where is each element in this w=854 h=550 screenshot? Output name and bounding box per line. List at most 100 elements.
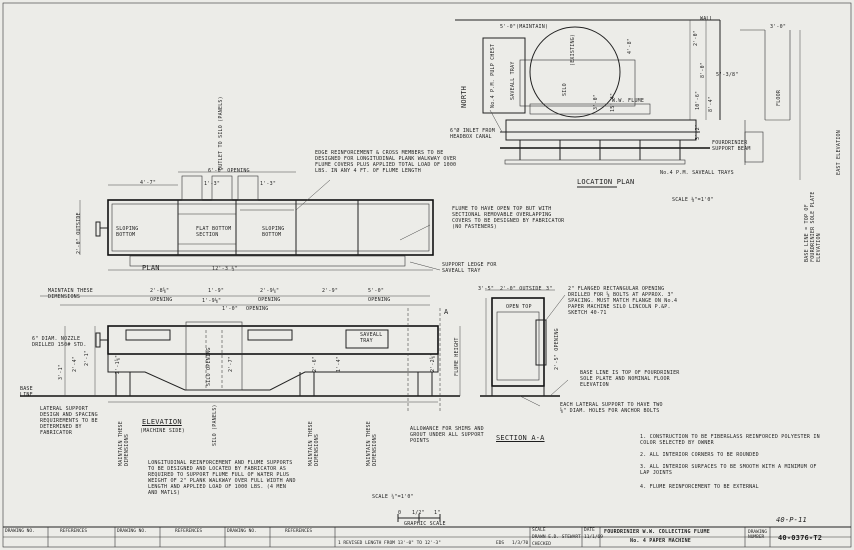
maintain-dims-1: MAINTAIN THESE DIMENSIONS <box>118 421 130 466</box>
dim-maintain: 5'-0"(MAINTAIN) <box>500 24 549 30</box>
saveall-trays-label: No.4 P.M. SAVEALL TRAYS <box>660 170 734 176</box>
dim-4-8: 4'-8" <box>627 37 633 54</box>
silo-panel-label: SILO (PANELS) <box>212 404 218 446</box>
tb-references-3: REFERENCES <box>285 529 313 534</box>
pulp-chest-label: No.4 P.M. PULP CHEST <box>490 43 496 108</box>
dim-2-2: 2'-2⅝" <box>430 352 436 372</box>
dim-2-1b: 2'-1⅝" <box>115 354 121 374</box>
open-top-label: OPEN TOP <box>506 304 532 310</box>
dim-3-2: 3'-2" <box>695 123 701 140</box>
location-plan-scale: SCALE ⅛"=1'0" <box>672 197 714 203</box>
inlet-label: 6"Ø INLET FROM HEADBOX CANAL <box>450 128 495 140</box>
dim-3-0-right: 3'-0" <box>770 24 787 30</box>
elevation-title: ELEVATION <box>142 418 182 426</box>
tb-rev-by: EDS <box>496 541 505 546</box>
outlet-label: OUTLET TO SILO (PANELS) <box>218 96 224 170</box>
tb-rev-date: 1/3/70 <box>512 541 529 546</box>
opening-3: OPENING <box>368 297 391 303</box>
tb-references-1: REFERENCES <box>60 529 88 534</box>
tb-date-label: DATE <box>584 528 595 533</box>
opening-2: OPENING <box>258 297 281 303</box>
dim-1-0: 1'-0" <box>222 306 239 312</box>
dim-10-6: 10'-6" <box>695 90 701 110</box>
dim-2-7: 2'-7" <box>228 355 234 372</box>
base-line-label: BASE LINE <box>20 386 33 398</box>
tb-drawing-no-1: DRAWING NO. <box>5 529 35 534</box>
flat-bottom-label: FLAT BOTTOM SECTION <box>196 226 232 238</box>
nozzle-note: 6" DIAM. NOZZLE DRILLED 150# STD. <box>32 336 87 348</box>
flange-note: 2" FLANGED RECTANGULAR OPENING DRILLED F… <box>568 286 678 316</box>
dim-4-7: 4'-7" <box>140 180 157 186</box>
section-aa-linework <box>480 289 560 397</box>
tb-drawing-no-3: DRAWING NO. <box>227 529 257 534</box>
lateral-support-note: LATERAL SUPPORT DESIGN AND SPACING REQUI… <box>40 406 98 436</box>
support-ledge-note: SUPPORT LEDGE FOR SAVEALL TRAY <box>442 262 497 274</box>
dim-2-6: 2'-6" <box>312 355 318 372</box>
section-baseline-note: BASE LINE IS TOP OF FOURDRINIER SOLE PLA… <box>580 370 680 388</box>
tb-drawing-number-label: DRAWING NUMBER <box>748 530 767 540</box>
dim-1-9b: 1'-9⅛" <box>202 298 222 304</box>
dim-2-0: 2'-0" <box>693 29 699 46</box>
dim-3b: 3" <box>546 286 553 292</box>
dim-8-0: 8'-0" <box>700 61 706 78</box>
plan-overall-dim: 12'-3 ½" <box>212 266 238 272</box>
dim-3-5: 3'-5" <box>478 286 495 292</box>
silo-label: SILO <box>562 83 568 96</box>
dim-1-3b: 1'-3" <box>260 181 277 187</box>
section-mark-a: A <box>444 308 449 316</box>
sloping-bottom-2: SLOPING BOTTOM <box>262 226 285 238</box>
dim-2-4: 2'-4" <box>72 355 78 372</box>
allowance-note: ALLOWANCE FOR SHIMS AND GROUT UNDER ALL … <box>410 426 484 444</box>
east-elevation-label: EAST ELEVATION <box>836 130 842 175</box>
dim-1-3: 1'-3" <box>204 181 221 187</box>
opening-4: OPENING <box>246 306 269 312</box>
dim-3-0-left: 3'-0" <box>593 93 599 110</box>
note-3: 3. ALL INTERIOR SURFACES TO BE SMOOTH WI… <box>640 464 817 476</box>
section-opening-dim: 2'-5" OPENING <box>554 328 560 370</box>
dim-2-8: 2'-8⅝" <box>150 288 170 294</box>
tb-drawn: DRAWN E.D. STEWART <box>532 535 581 540</box>
note-2: 2. ALL INTERIOR CORNERS TO BE ROUNDED <box>640 452 759 458</box>
fourdrinier-beam-label: FOURDRINIER SUPPORT BEAM <box>712 140 751 152</box>
flume-open-top-note: FLUME TO HAVE OPEN TOP BUT WITH SECTIONA… <box>452 206 565 230</box>
sheet-stamp: 40-P-11 <box>776 516 807 524</box>
elevation-subtitle: (MACHINE SIDE) <box>140 428 185 434</box>
wall-label: WALL <box>700 16 713 22</box>
saveall-tray-label: SAVEALL TRAY <box>510 61 516 100</box>
silo-sub-label: (EXISTING) <box>570 33 576 66</box>
graphic-scale-2: 1" <box>434 510 441 516</box>
dim-2-9: 2'-9¼" <box>260 288 280 294</box>
tb-revision: 1 REVISED LENGTH FROM 13'-0" TO 12'-3" <box>338 541 441 546</box>
tb-title-line1: FOURDRINIER W.W. COLLECTING FLUME <box>604 529 710 535</box>
longitudinal-note: LONGITUDINAL REINFORCEMENT AND FLUME SUP… <box>148 460 296 496</box>
tb-drawing-number: 40-0376-T2 <box>778 534 823 542</box>
location-plan-linework <box>455 19 801 188</box>
leader-lines <box>295 109 569 407</box>
elevation-view-linework <box>20 295 461 522</box>
dim-5-0: 5'-0" <box>368 288 385 294</box>
title-block-frame <box>3 526 851 547</box>
opening-1: OPENING <box>150 297 173 303</box>
dim-1-9: 1'-9" <box>208 288 225 294</box>
sloping-bottom-1: SLOPING BOTTOM <box>116 226 139 238</box>
flume-label: W.W. FLUME <box>612 98 645 104</box>
maintain-dims-label: MAINTAIN THESE DIMENSIONS <box>48 288 93 300</box>
tb-date-value: 11/1/69 <box>584 535 603 540</box>
silo-opening-label: SILO OPENING <box>206 347 212 386</box>
graphic-scale-0: 0 <box>398 510 402 516</box>
section-aa-title: SECTION A-A <box>496 434 545 442</box>
saveall-tray-elev: SAVEALL TRAY <box>360 332 383 344</box>
plan-title: PLAN <box>142 264 160 272</box>
dim-3-1: 3'-1" <box>58 363 64 380</box>
each-lateral-note: EACH LATERAL SUPPORT TO HAVE TWO ⅝" DIAM… <box>560 402 663 414</box>
maintain-dims-3: MAINTAIN THESE DIMENSIONS <box>366 421 378 466</box>
tb-title-line2: No. 4 PAPER MACHINE <box>630 538 691 544</box>
dim-8-4: 8'-4" <box>708 95 714 112</box>
dim-1-4: 1'-4" <box>336 355 342 372</box>
graphic-scale-1: 1/2" <box>412 510 425 516</box>
elevation-scale: SCALE ¼"=1'0" <box>372 494 414 500</box>
north-label: NORTH <box>460 85 468 108</box>
dim-2-1: 2'-1" <box>84 349 90 366</box>
